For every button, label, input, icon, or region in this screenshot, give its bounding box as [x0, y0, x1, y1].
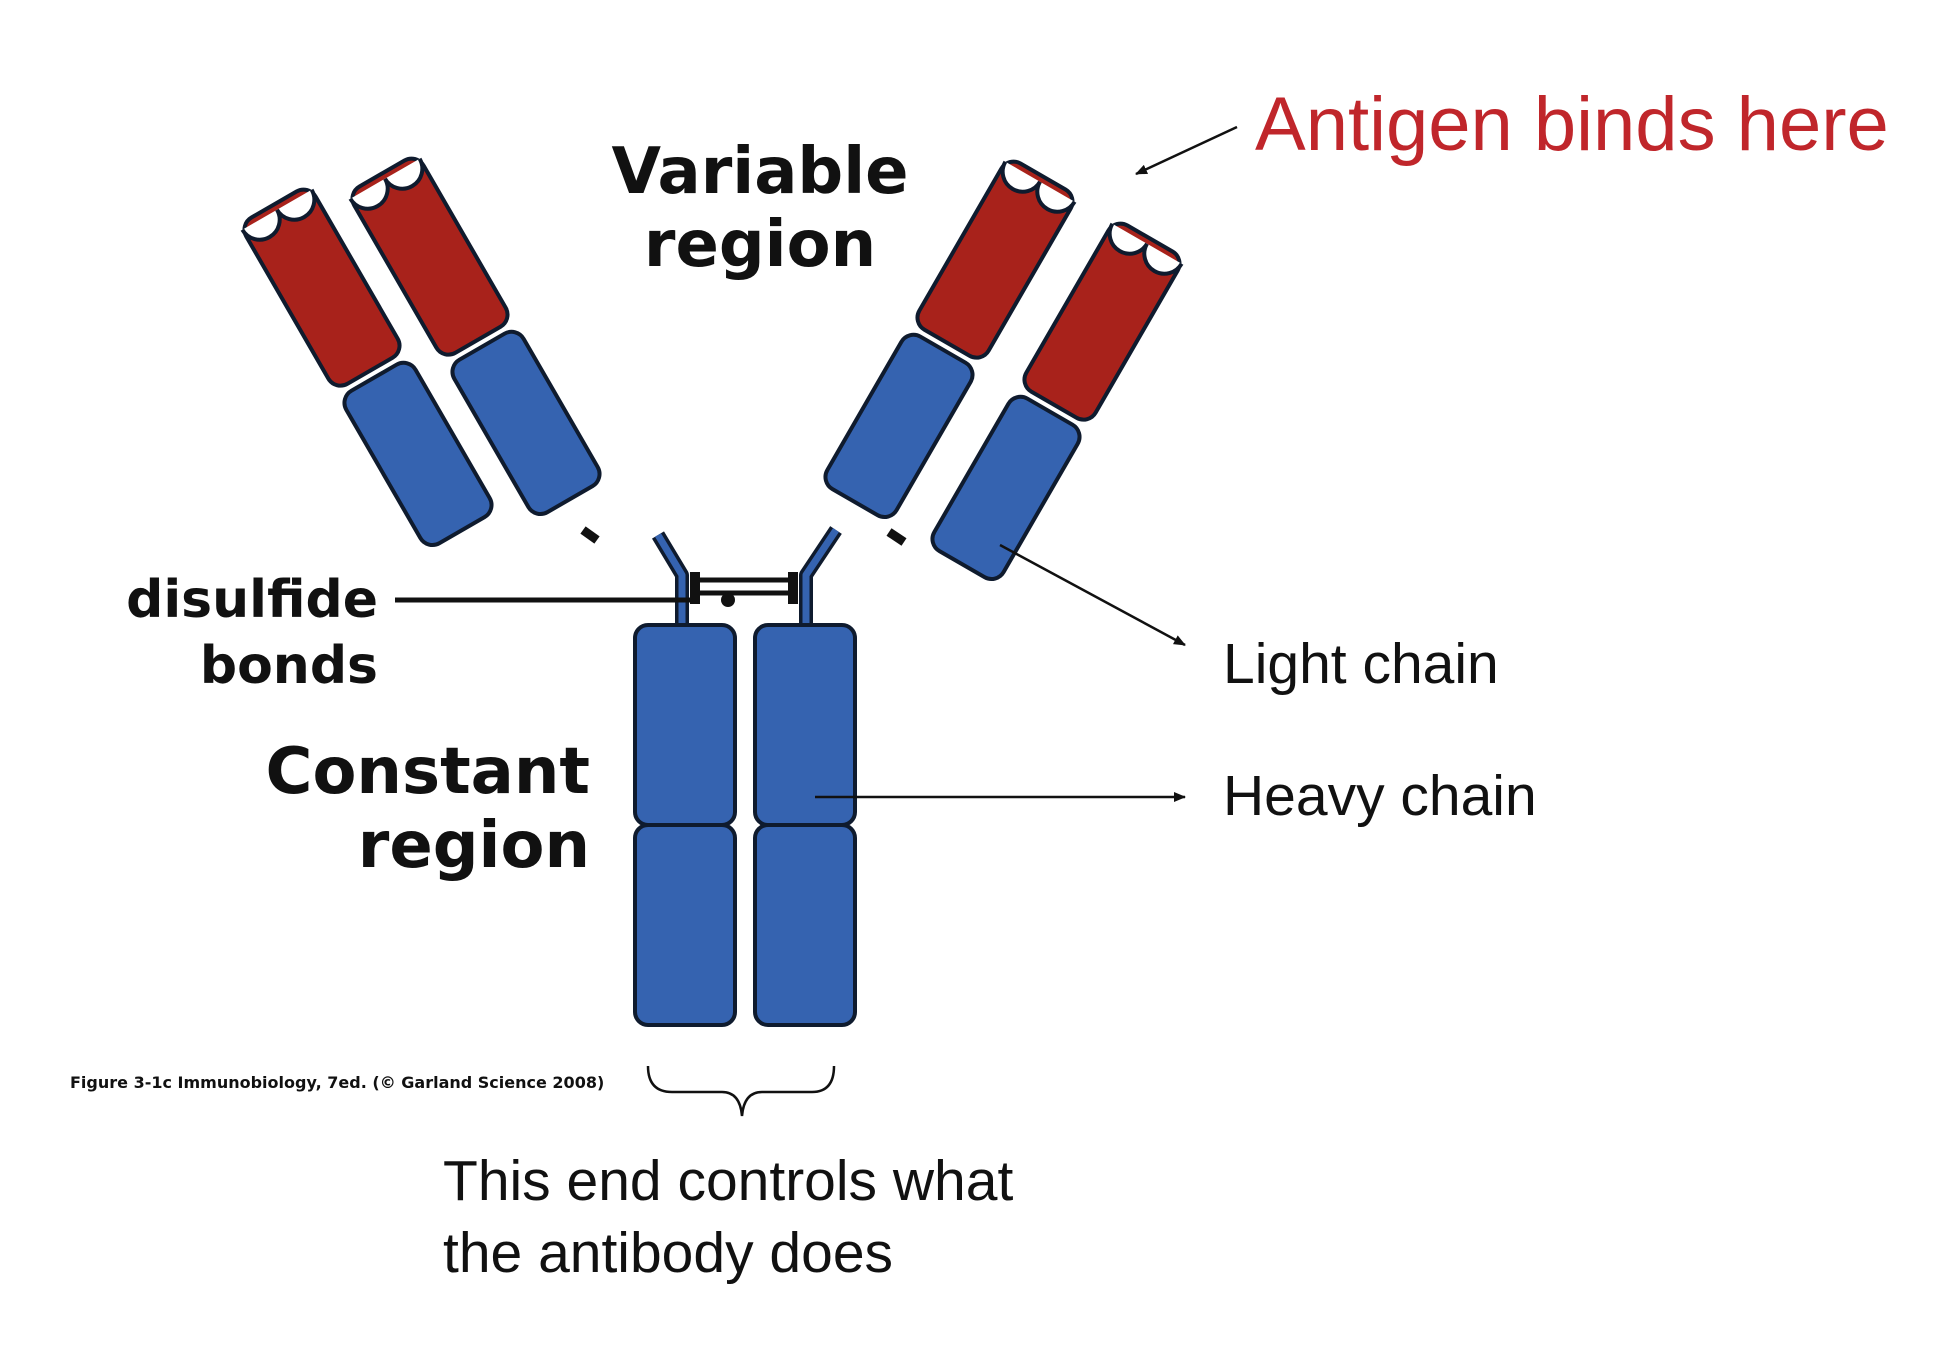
end-controls-label: This end controls what: [443, 1149, 1013, 1213]
left-heavy-antigen-site: [348, 157, 425, 211]
figure-credit: Figure 3-1c Immunobiology, 7ed. (© Garla…: [70, 1073, 604, 1092]
right-light-variable-domain: [1022, 221, 1182, 422]
left-arm: [240, 156, 602, 547]
left-heavy-ch3-domain: [633, 823, 737, 1027]
left-heavy-ch2-domain: [633, 623, 737, 827]
end-controls-label-line2: the antibody does: [443, 1221, 893, 1285]
right-heavy-variable-domain: [915, 159, 1075, 360]
left-heavy-variable-domain: [350, 156, 510, 357]
right-heavy-ch2-domain: [753, 623, 857, 827]
constant-region-label-line2: region: [358, 809, 590, 883]
light-chain-arrow: [999, 543, 1186, 647]
left-light-variable-domain: [242, 187, 402, 388]
stem: [633, 623, 857, 1027]
left-light-constant-domain: [342, 360, 494, 547]
constant-region-label: Constant: [265, 735, 590, 809]
stem-end-brace: [646, 1065, 836, 1117]
light-chain-label: Light chain: [1223, 632, 1499, 696]
right-heavy-antigen-site: [1000, 160, 1077, 214]
right-light-antigen-site: [1107, 222, 1184, 276]
heavy-chain-label: Heavy chain: [1223, 764, 1537, 828]
disulfide-bonds-label: disulfide: [126, 570, 378, 630]
right-heavy-ch3-domain: [753, 823, 857, 1027]
antigen-label: Antigen binds here: [1255, 82, 1889, 167]
hinge-region: [651, 526, 842, 625]
disulfide-bonds-label-line2: bonds: [200, 636, 378, 696]
left-light-antigen-site: [240, 188, 317, 242]
right-light-heavy-bond: [886, 528, 907, 546]
variable-region-label: Variable: [611, 135, 908, 209]
antigen-arrow: [1135, 125, 1238, 176]
disulfide-pointer-dot: [721, 593, 735, 607]
variable-region-label-line2: region: [644, 208, 876, 282]
right-light-constant-domain: [930, 394, 1082, 581]
right-arm: [823, 159, 1184, 581]
left-light-heavy-bond: [580, 526, 600, 544]
left-heavy-constant-domain: [450, 329, 602, 516]
right-heavy-constant-domain: [823, 332, 975, 519]
